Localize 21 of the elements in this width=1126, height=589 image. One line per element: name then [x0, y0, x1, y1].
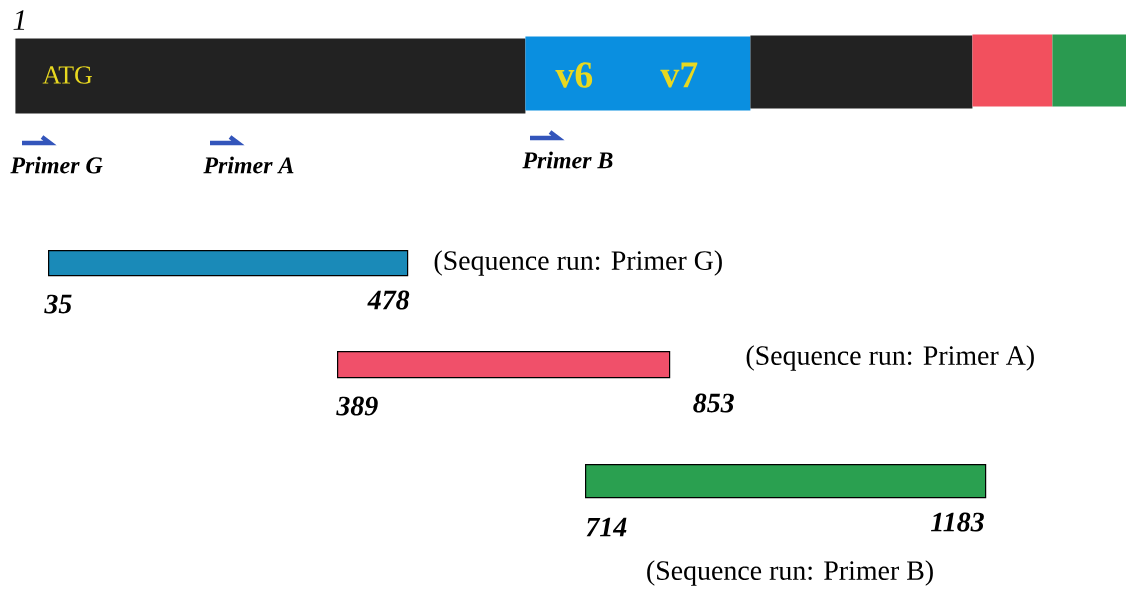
position-number: 853 — [693, 393, 734, 413]
gene-segment — [750, 35, 973, 109]
position-number: 389 — [336, 396, 378, 416]
sequence-run-label: (Sequence run: Primer A) — [746, 345, 1034, 371]
sequence-start-number: 1 — [13, 10, 25, 30]
gene-segment — [1052, 34, 1126, 107]
position-number: 478 — [367, 290, 410, 310]
position-number: 714 — [586, 517, 627, 537]
sequence-bar — [337, 351, 671, 379]
gene-segment: v6 v7 — [525, 36, 751, 111]
primer-label: Primer G — [10, 156, 103, 174]
position-number: 35 — [44, 294, 72, 314]
sequence-bar — [585, 464, 987, 499]
sequence-bar — [48, 250, 409, 277]
gene-segment: ATG — [15, 38, 526, 114]
gene-segment — [972, 34, 1053, 107]
primer-label: Primer B — [522, 151, 613, 169]
sequence-run-label: (Sequence run: Primer B) — [647, 560, 933, 586]
primer-label: Primer A — [203, 156, 294, 174]
position-number: 1183 — [931, 512, 984, 532]
sequence-run-label: (Sequence run: Primer G) — [434, 250, 722, 276]
